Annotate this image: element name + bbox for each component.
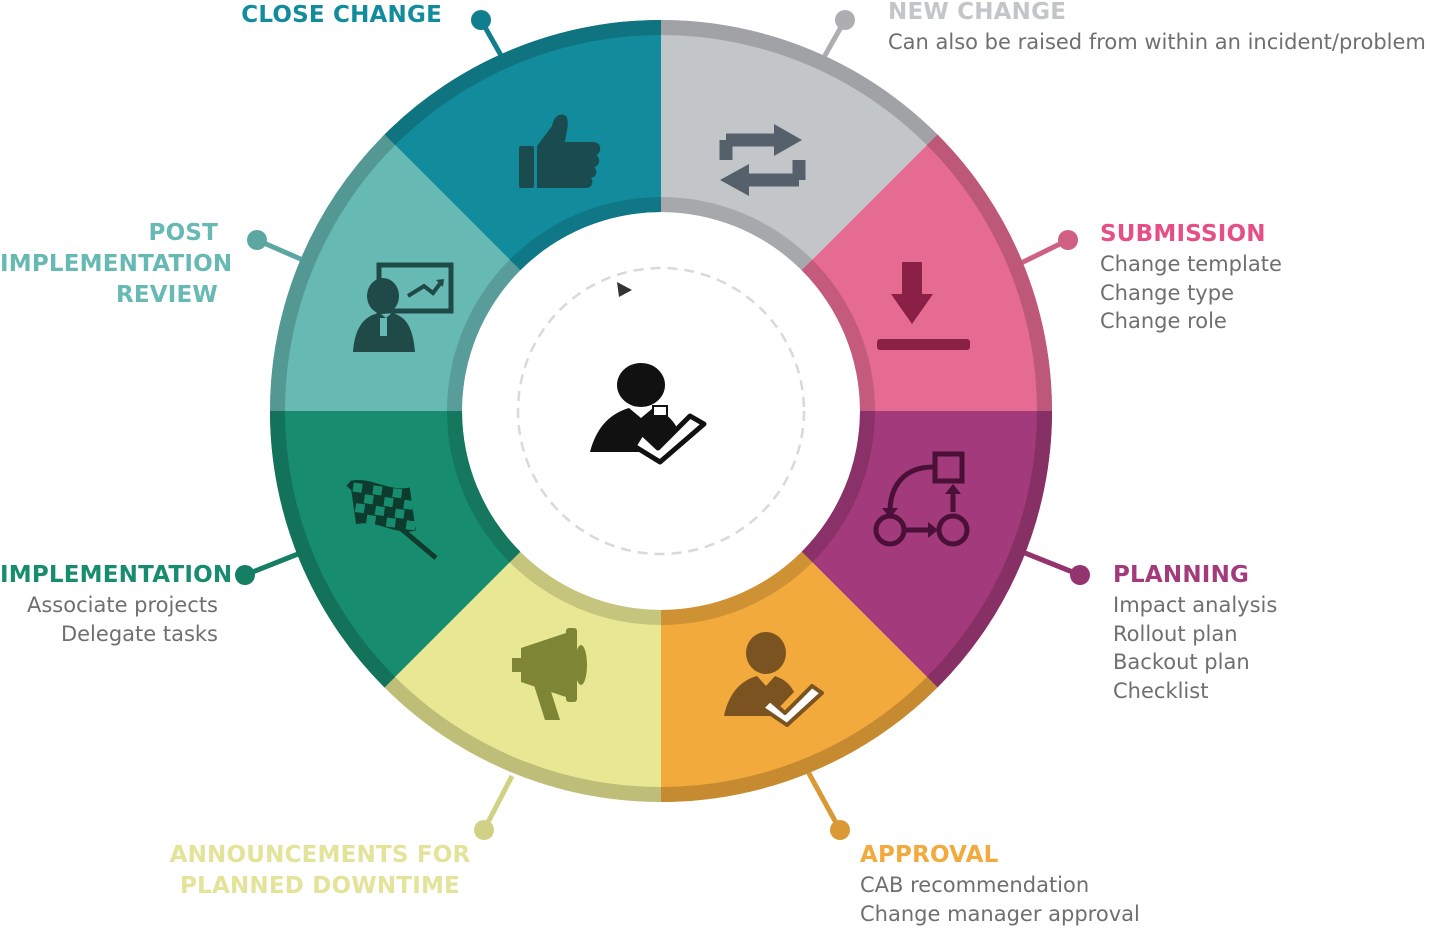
download-icon	[877, 262, 970, 350]
approver-icon	[724, 632, 824, 727]
stage-title: ANNOUNCEMENTS FOR PLANNED DOWNTIME	[169, 842, 471, 899]
stage-label-close-change: CLOSE CHANGE	[230, 0, 442, 31]
refresh-cycle-icon	[719, 124, 806, 196]
stage-detail-item: Change role	[1100, 309, 1227, 333]
connector-dot-approval	[830, 820, 850, 840]
thumbs-up-icon	[519, 114, 601, 188]
stage-detail-item: Backout plan	[1113, 650, 1250, 674]
stage-details: Can also be raised from within an incide…	[888, 28, 1448, 57]
stage-title: NEW CHANGE	[888, 0, 1067, 25]
connector-dot-new-change	[835, 10, 855, 30]
stage-title: IMPLEMENTATION	[0, 562, 233, 588]
connector-line-approval	[803, 766, 843, 832]
stage-title: SUBMISSION	[1100, 221, 1266, 247]
stage-detail-item: Checklist	[1113, 678, 1209, 703]
stage-detail-item: Change manager approval	[860, 901, 1140, 926]
stage-title: APPROVAL	[860, 842, 999, 868]
stage-detail-item: Associate projects	[27, 593, 218, 617]
change-manager-icon	[590, 363, 707, 465]
stage-detail-item: Impact analysis	[1113, 593, 1278, 617]
stage-title: POST IMPLEMENTATION REVIEW	[0, 220, 233, 308]
workflow-icon	[873, 451, 970, 547]
segment-inner-rim-announcements	[509, 551, 661, 625]
stage-detail-item: Change template	[1100, 252, 1282, 276]
segment-rim-implementation	[270, 411, 396, 688]
cycle-dashed-ring	[516, 266, 806, 556]
connector-dot-announcements	[474, 820, 494, 840]
stage-detail-item: CAB recommendation	[860, 873, 1090, 897]
segment-rim-submission	[926, 134, 1052, 412]
stage-icons	[346, 114, 970, 727]
connector-dot-close-change	[471, 10, 491, 30]
connector-dot-submission	[1058, 230, 1078, 250]
stage-detail-item: Delegate tasks	[60, 621, 218, 646]
center-hub	[481, 231, 841, 591]
presentation-icon	[353, 262, 454, 352]
checkered-flag-icon	[346, 480, 438, 560]
stage-title: CLOSE CHANGE	[241, 2, 442, 28]
stage-label-new-change: NEW CHANGE Can also be raised from within…	[888, 0, 1448, 57]
cycle-arrow-icon	[617, 282, 632, 297]
segment-rim-planning	[926, 411, 1052, 688]
segment-inner-rim-planning	[801, 411, 875, 563]
segment-inner-rim-approval	[661, 551, 813, 625]
segment-rim-new-change	[661, 20, 938, 146]
stage-title: PLANNING	[1113, 562, 1250, 588]
connector-dot-implementation	[235, 565, 255, 585]
segment-inner-rim-implementation	[447, 411, 521, 563]
stage-detail-item: Rollout plan	[1113, 621, 1238, 646]
stage-label-announcements: ANNOUNCEMENTS FOR PLANNED DOWNTIME	[150, 840, 490, 902]
segment-rim-announcements	[384, 676, 661, 802]
segment-rim-post-implementation-review	[270, 134, 396, 412]
connector-dot-planning	[1070, 565, 1090, 585]
segment-inner-rim-post-implementation-review	[447, 259, 521, 411]
stage-connectors	[235, 10, 1090, 840]
connector-dot-post-implementation-review	[247, 230, 267, 250]
segment-inner-rim-submission	[801, 259, 875, 411]
stage-detail-item: Change type	[1100, 280, 1234, 305]
segment-rim-close-change	[384, 20, 661, 146]
stage-label-post-implementation-review: POST IMPLEMENTATION REVIEW	[0, 218, 233, 311]
segment-rim-approval	[661, 676, 938, 802]
segment-inner-rim-close-change	[509, 197, 661, 271]
connector-line-planning	[1019, 548, 1081, 578]
stage-detail-item: Can also be raised from within an incide…	[888, 30, 1426, 54]
segment-inner-rim-new-change	[661, 197, 813, 271]
connector-line-announcements	[481, 774, 515, 832]
megaphone-icon	[512, 628, 587, 720]
